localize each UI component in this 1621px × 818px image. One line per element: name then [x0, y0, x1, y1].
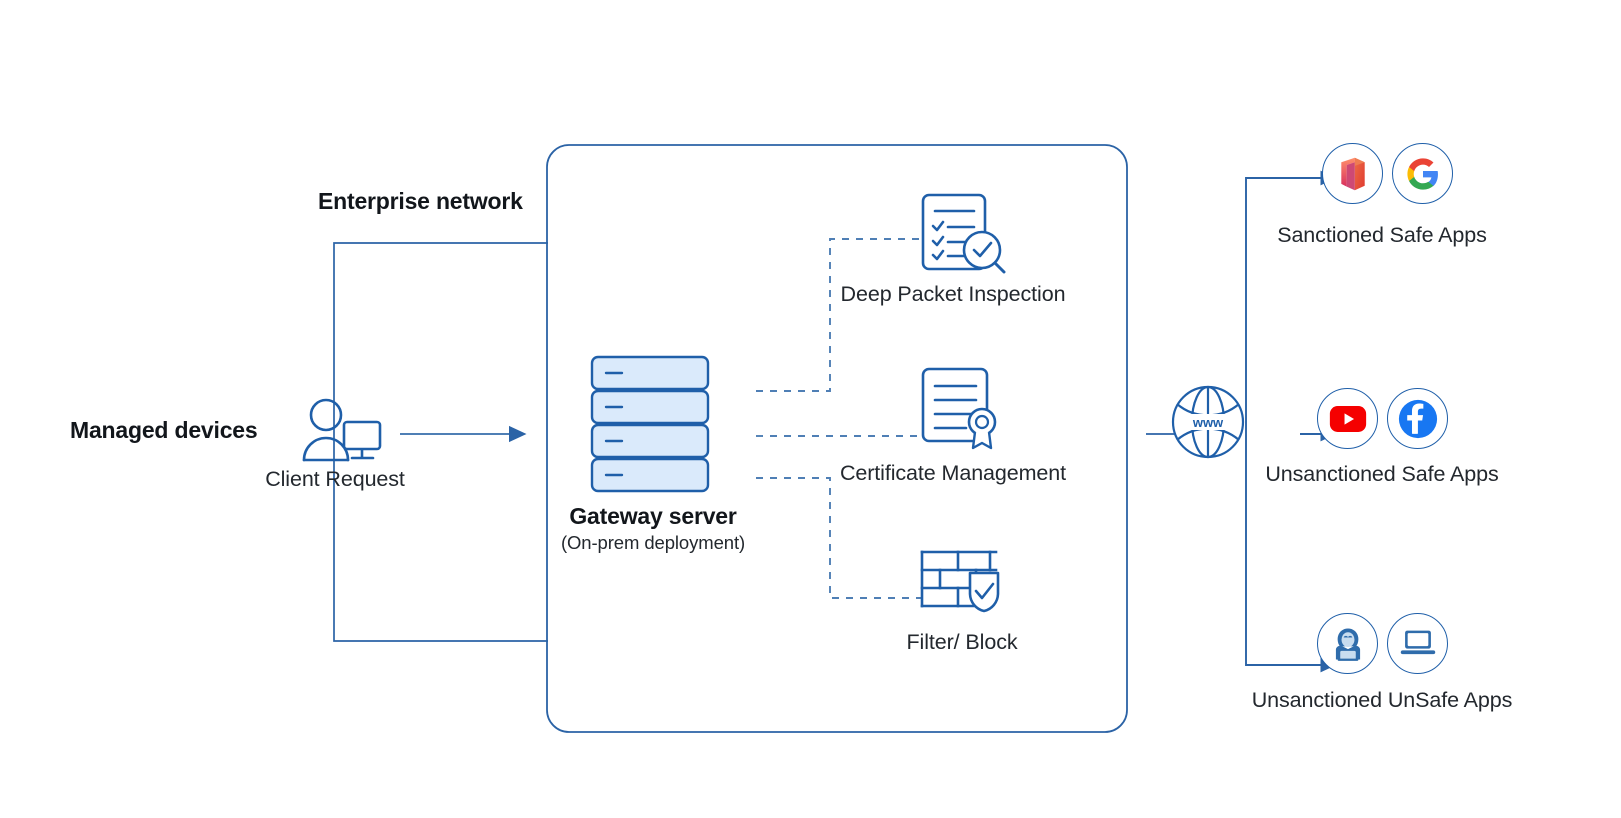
app-circle-microsoft-office [1322, 143, 1383, 204]
deep-packet-inspection-label: Deep Packet Inspection [840, 282, 1066, 306]
internet-to-unsanctioned-unsafe-path [1245, 434, 1337, 673]
checklist-magnifier-icon [920, 192, 1006, 274]
user-monitor-icon [300, 398, 384, 466]
laptop-icon [1388, 614, 1447, 673]
gateway-to-dpi-dashed [756, 238, 922, 392]
unsanctioned-unsafe-apps-label: Unsanctioned UnSafe Apps [1251, 688, 1513, 712]
client-request-label: Client Request [265, 467, 405, 491]
gateway-server-title: Gateway server [569, 503, 737, 529]
globe-www-icon: www [1170, 384, 1246, 460]
app-circle-youtube [1317, 388, 1378, 449]
client-uplink-path [333, 242, 548, 430]
filter-block-label: Filter/ Block [906, 630, 1018, 654]
hacker-hoodie-icon [1318, 614, 1377, 673]
microsoft-office-icon [1323, 144, 1382, 203]
internet-to-sanctioned-path [1245, 170, 1337, 434]
gateway-to-filter-dashed [756, 477, 922, 599]
app-circle-facebook [1387, 388, 1448, 449]
managed-devices-label: Managed devices [70, 417, 258, 443]
app-circle-hacker [1317, 613, 1378, 674]
certificate-management-label: Certificate Management [839, 461, 1067, 485]
www-text: www [1192, 415, 1224, 430]
google-g-icon [1393, 144, 1452, 203]
app-circle-google [1392, 143, 1453, 204]
brick-wall-shield-icon [920, 548, 1004, 620]
server-stack-icon [590, 355, 710, 493]
facebook-icon [1388, 389, 1447, 448]
unsanctioned-safe-apps-label: Unsanctioned Safe Apps [1265, 462, 1499, 486]
sanctioned-safe-apps-label: Sanctioned Safe Apps [1277, 223, 1487, 247]
youtube-icon [1318, 389, 1377, 448]
enterprise-network-label: Enterprise network [318, 188, 523, 214]
gateway-server-subtitle: (On-prem deployment) [560, 532, 746, 553]
client-downlink-path [333, 430, 548, 642]
certificate-seal-icon [920, 366, 1004, 450]
app-circle-laptop [1387, 613, 1448, 674]
